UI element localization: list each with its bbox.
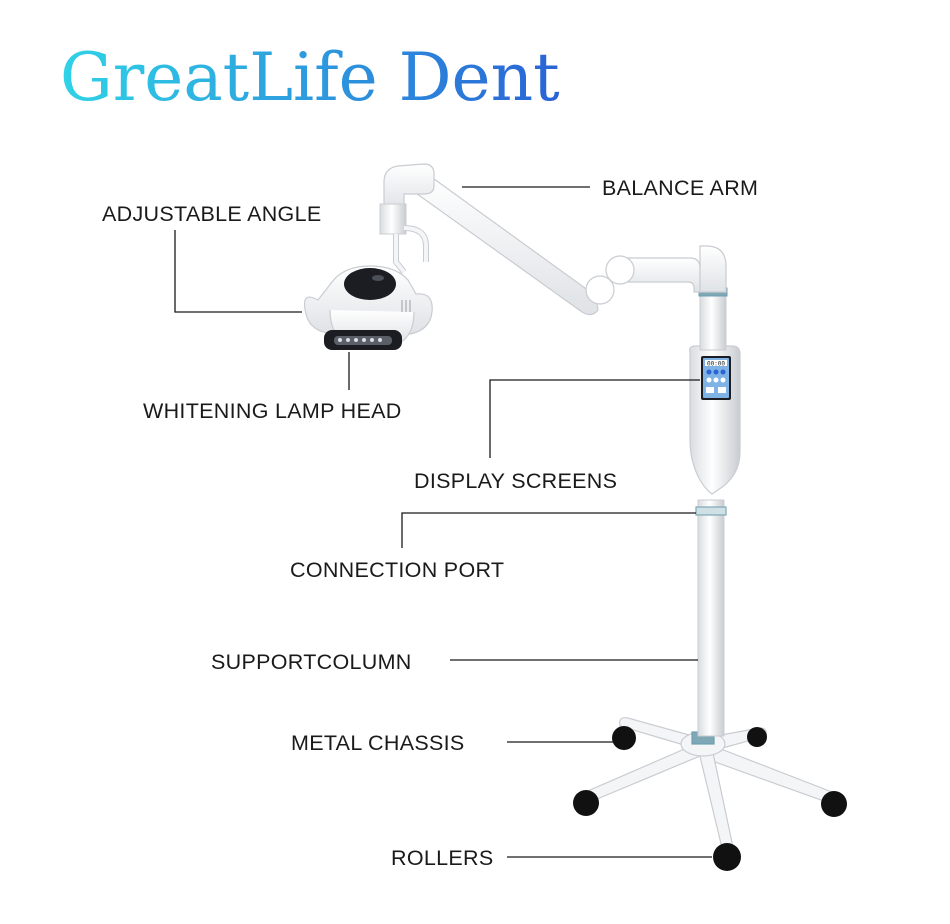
leader-connection-port xyxy=(401,512,696,548)
brand-logo: GreatLife Dent xyxy=(60,39,560,116)
label-display-screens: DISPLAY SCREENS xyxy=(414,469,617,493)
whitening-lamp-head xyxy=(303,265,433,350)
label-support-column: SUPPORTCOLUMN xyxy=(211,650,412,674)
screen-digits: 00:00 xyxy=(707,361,725,368)
rollers xyxy=(573,726,847,871)
label-adjustable-angle: ADJUSTABLE ANGLE xyxy=(102,202,321,226)
leader-lines xyxy=(174,186,712,858)
connection-port xyxy=(695,506,727,516)
roller-wheel xyxy=(573,790,599,816)
support-column xyxy=(697,499,725,737)
whitening-lamp-device: 00:00 xyxy=(303,163,847,871)
leader-adjustable-angle xyxy=(174,230,302,313)
roller-wheel xyxy=(612,726,636,750)
roller-wheel xyxy=(713,843,741,871)
roller-wheel xyxy=(821,791,847,817)
label-balance-arm: BALANCE ARM xyxy=(602,176,758,200)
label-metal-chassis: METAL CHASSIS xyxy=(291,731,465,755)
leader-display-screens xyxy=(489,379,700,458)
label-rollers: ROLLERS xyxy=(391,846,493,870)
display-screen: 00:00 xyxy=(701,356,731,400)
roller-wheel xyxy=(747,727,767,747)
label-whitening-lamp-head: WHITENING LAMP HEAD xyxy=(143,399,402,423)
balance-arm xyxy=(412,173,599,316)
label-connection-port: CONNECTION PORT xyxy=(290,558,504,582)
